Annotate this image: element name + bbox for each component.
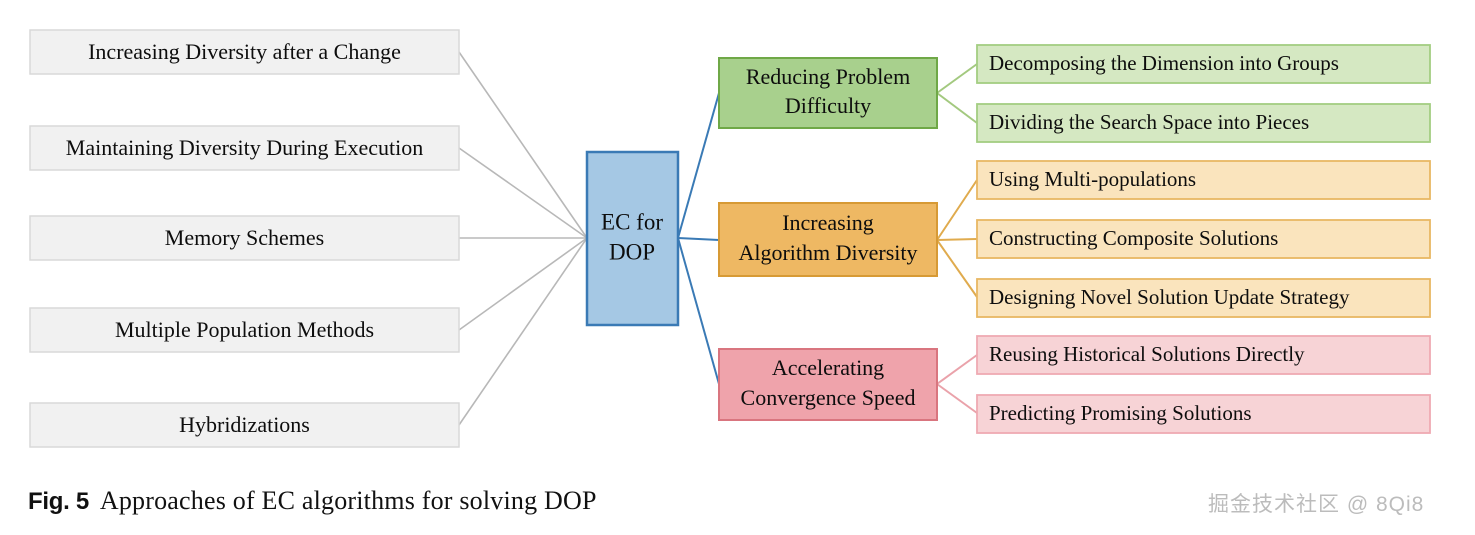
left-connectors xyxy=(458,51,588,426)
group-orange-label-line1: Increasing xyxy=(782,210,874,235)
leaf-box-green-1[interactable] xyxy=(976,44,1431,84)
leaf-node-designing-novel-solution-update-strategy[interactable]: Designing Novel Solution Update Strategy xyxy=(976,278,1431,318)
center-connector-orange xyxy=(677,237,720,241)
group-box-orange[interactable] xyxy=(718,202,938,277)
leaf-node-predicting-promising-solutions[interactable]: Predicting Promising Solutions xyxy=(976,394,1431,434)
center-node-box[interactable] xyxy=(585,150,680,327)
center-node-label-line1: EC for xyxy=(601,209,663,234)
orange-leaf-connectors xyxy=(936,179,978,298)
center-node-ec-for-dop[interactable]: EC for DOP xyxy=(585,150,680,327)
orange-leaf-connector-1 xyxy=(936,179,978,241)
watermark: 掘金技术社区 @ 8Qi8 xyxy=(1208,493,1425,516)
group-pink-label-line2: Convergence Speed xyxy=(741,385,916,410)
group-node-reducing-problem-difficulty[interactable]: Reducing Problem Difficulty xyxy=(718,57,938,129)
pink-leaf-connector-2 xyxy=(936,383,978,414)
left-branch-label-4: Multiple Population Methods xyxy=(115,317,374,342)
left-branch-label-5: Hybridizations xyxy=(179,412,310,437)
left-branch-node-1[interactable]: Increasing Diversity after a Change xyxy=(29,29,460,75)
leaf-pink-label-1: Reusing Historical Solutions Directly xyxy=(989,342,1305,366)
group-box-green[interactable] xyxy=(718,57,938,129)
green-leaf-connector-1 xyxy=(936,63,978,94)
left-branch-box-1[interactable] xyxy=(29,29,460,75)
center-connector-green xyxy=(677,92,720,239)
left-branch-box-2[interactable] xyxy=(29,125,460,171)
group-node-increasing-algorithm-diversity[interactable]: Increasing Algorithm Diversity xyxy=(718,202,938,277)
leaf-orange-label-1: Using Multi-populations xyxy=(989,167,1196,191)
left-connector-1 xyxy=(458,51,588,239)
left-branch-node-3[interactable]: Memory Schemes xyxy=(29,215,460,261)
left-branch-node-2[interactable]: Maintaining Diversity During Execution xyxy=(29,125,460,171)
leaf-node-dividing-search-space[interactable]: Dividing the Search Space into Pieces xyxy=(976,103,1431,143)
group-node-accelerating-convergence-speed[interactable]: Accelerating Convergence Speed xyxy=(718,348,938,421)
leaf-node-reusing-historical-solutions[interactable]: Reusing Historical Solutions Directly xyxy=(976,335,1431,375)
left-branch-box-5[interactable] xyxy=(29,402,460,448)
center-connector-pink xyxy=(677,237,720,385)
leaf-orange-label-2: Constructing Composite Solutions xyxy=(989,226,1278,250)
group-green-label-line2: Difficulty xyxy=(785,93,871,118)
left-branch-label-3: Memory Schemes xyxy=(165,225,324,250)
green-leaf-connectors xyxy=(936,63,978,124)
figure-number: Fig. 5 xyxy=(28,488,89,515)
group-pink-label-line1: Accelerating xyxy=(772,355,884,380)
leaf-node-decomposing-dimension[interactable]: Decomposing the Dimension into Groups xyxy=(976,44,1431,84)
leaf-box-orange-3[interactable] xyxy=(976,278,1431,318)
left-branch-box-3[interactable] xyxy=(29,215,460,261)
leaf-box-pink-1[interactable] xyxy=(976,335,1431,375)
leaf-box-orange-1[interactable] xyxy=(976,160,1431,200)
leaf-green-label-1: Decomposing the Dimension into Groups xyxy=(989,51,1339,75)
group-green-label-line1: Reducing Problem xyxy=(746,64,910,89)
leaf-node-constructing-composite-solutions[interactable]: Constructing Composite Solutions xyxy=(976,219,1431,259)
center-node-label-line2: DOP xyxy=(609,239,655,264)
green-leaf-connector-2 xyxy=(936,92,978,124)
leaf-node-using-multi-populations[interactable]: Using Multi-populations xyxy=(976,160,1431,200)
leaf-orange-label-3: Designing Novel Solution Update Strategy xyxy=(989,285,1350,309)
leaf-box-pink-2[interactable] xyxy=(976,394,1431,434)
leaf-box-orange-2[interactable] xyxy=(976,219,1431,259)
leaf-pink-label-2: Predicting Promising Solutions xyxy=(989,401,1252,425)
center-connectors xyxy=(677,92,720,385)
left-branch-label-2: Maintaining Diversity During Execution xyxy=(66,135,423,160)
left-connector-2 xyxy=(458,147,588,239)
left-branch-node-5[interactable]: Hybridizations xyxy=(29,402,460,448)
left-connector-5 xyxy=(458,237,588,426)
left-branch-box-4[interactable] xyxy=(29,307,460,353)
group-orange-label-line2: Algorithm Diversity xyxy=(738,240,917,265)
orange-leaf-connector-3 xyxy=(936,239,978,298)
orange-leaf-connector-2 xyxy=(936,238,978,241)
leaf-box-green-2[interactable] xyxy=(976,103,1431,143)
figure-caption: Fig. 5 Approaches of EC algorithms for so… xyxy=(28,486,597,516)
left-connector-4 xyxy=(458,237,588,331)
group-box-pink[interactable] xyxy=(718,348,938,421)
left-branch-node-4[interactable]: Multiple Population Methods xyxy=(29,307,460,353)
pink-leaf-connectors xyxy=(936,354,978,414)
leaf-green-label-2: Dividing the Search Space into Pieces xyxy=(989,110,1309,134)
figure-caption-text: Approaches of EC algorithms for solving … xyxy=(99,486,597,515)
pink-leaf-connector-1 xyxy=(936,354,978,385)
left-branch-label-1: Increasing Diversity after a Change xyxy=(88,39,401,64)
